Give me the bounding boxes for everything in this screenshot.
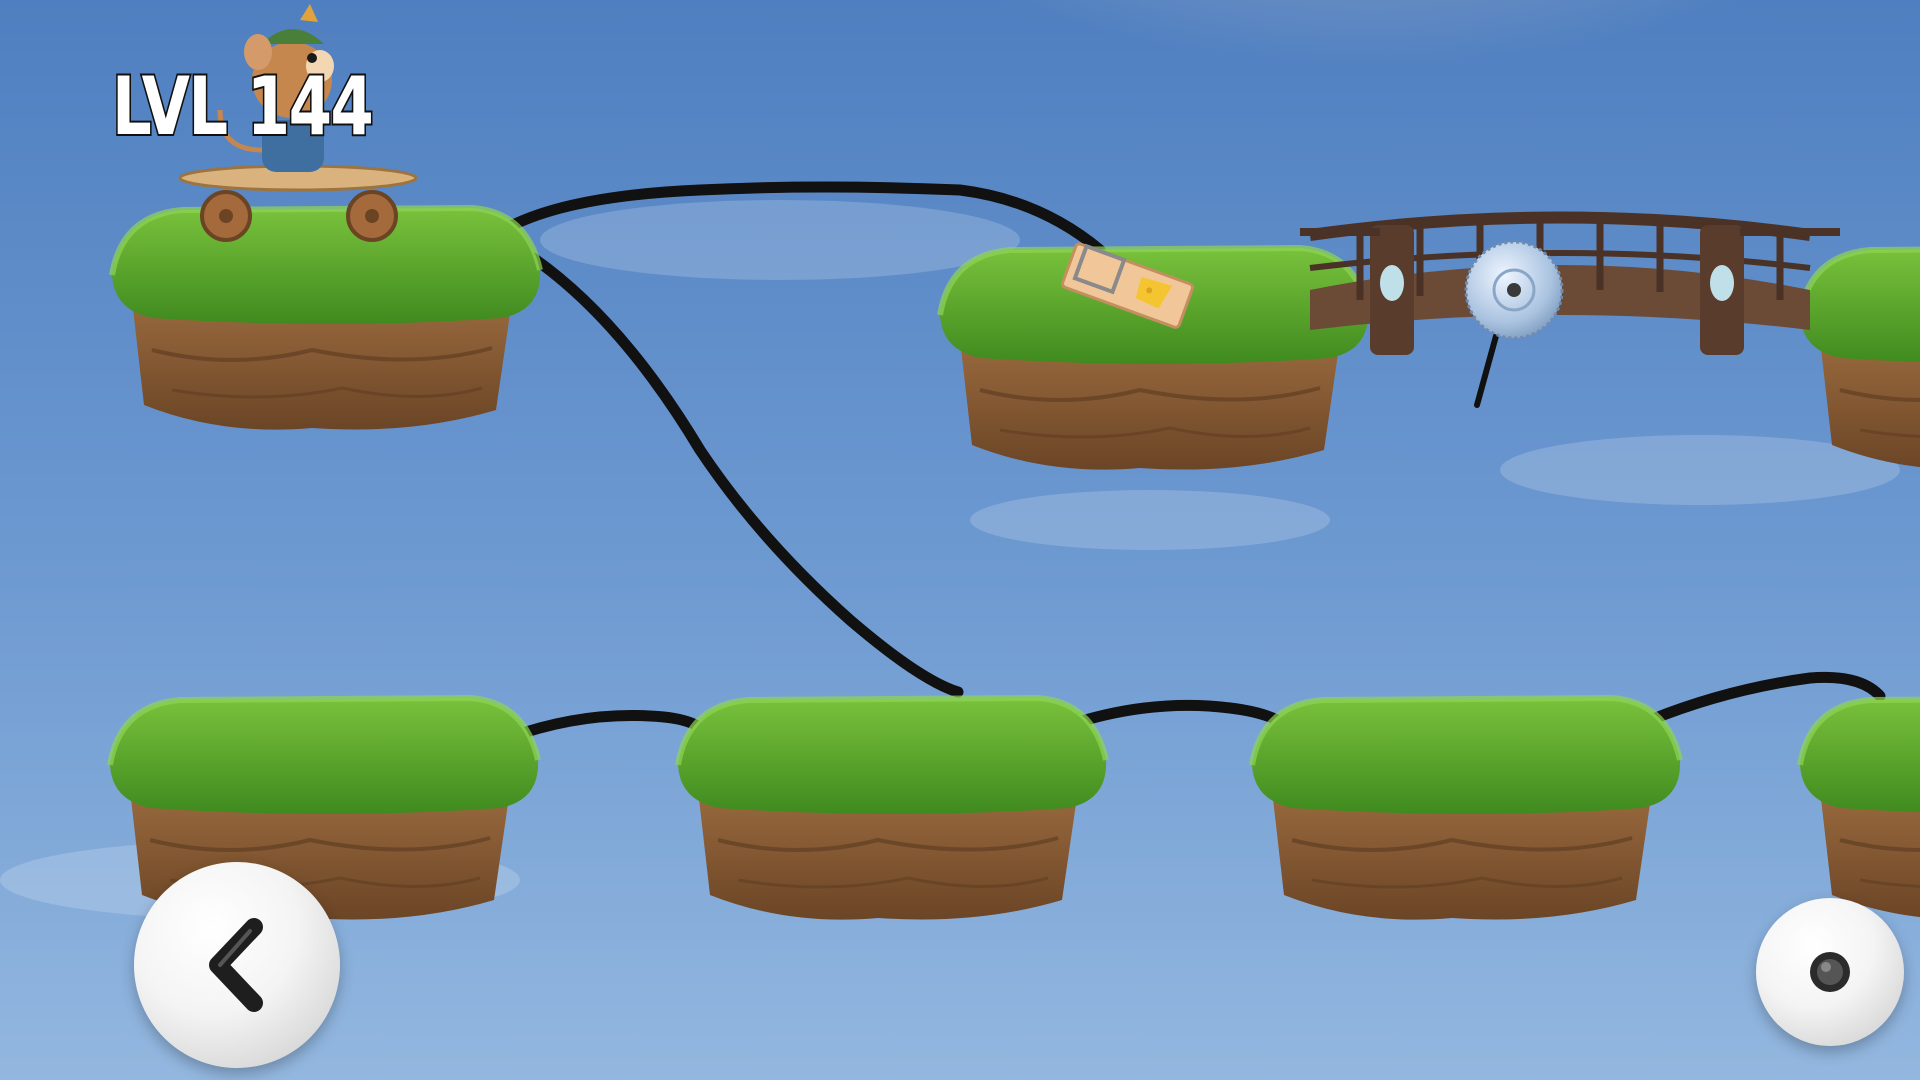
back-button[interactable] — [134, 862, 340, 1068]
record-dot-icon — [1810, 952, 1850, 992]
drawn-lines[interactable] — [494, 181, 1886, 744]
mousetrap-with-cheese — [1061, 242, 1195, 329]
drawn-line-top[interactable] — [494, 181, 1106, 256]
drawn-line-bottom-3[interactable] — [1630, 671, 1886, 732]
record-button[interactable] — [1756, 898, 1904, 1046]
island-bottom-3 — [1252, 698, 1680, 920]
island-top-left — [112, 208, 540, 430]
circular-saw-blade — [1464, 240, 1564, 340]
level-indicator: LVL 144 — [110, 60, 375, 154]
chevron-left-icon — [209, 918, 263, 1012]
island-bottom-2 — [678, 698, 1106, 920]
drawn-line-stub[interactable] — [1474, 333, 1499, 408]
mouse-on-skateboard — [178, 4, 418, 242]
level-number: 144 — [245, 60, 375, 154]
level-prefix: LVL — [110, 60, 229, 154]
drawn-line-diagonal[interactable] — [499, 234, 964, 698]
